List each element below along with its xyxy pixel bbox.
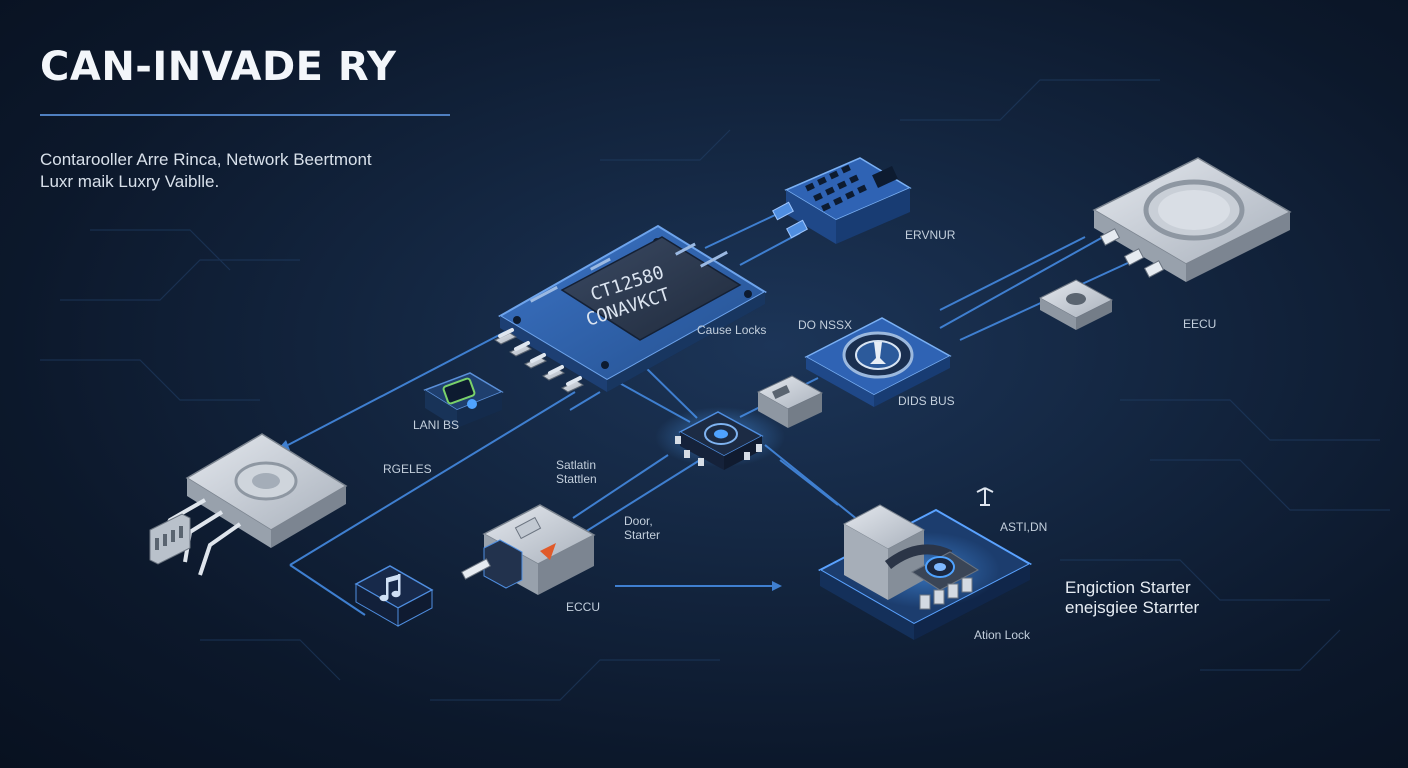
connector-icon [772, 201, 808, 239]
music-note-icon [379, 574, 401, 602]
central-gateway-chip [655, 407, 785, 470]
label-engine-line1: Engiction Starter [1065, 578, 1191, 597]
main-controller-board: CT12580 CONAVKCT [498, 224, 767, 392]
label-engine-line2: enejsgiee Starrter [1065, 598, 1200, 617]
label-cause-locks: Cause Locks [697, 323, 767, 337]
small-grey-connector [756, 375, 824, 428]
gear-icon [704, 423, 738, 445]
audio-module [354, 565, 434, 627]
subtitle-line-2: Luxr maik Luxry Vaiblle. [40, 172, 220, 191]
eecu-right-module [1038, 157, 1292, 330]
lock-icon [925, 556, 955, 578]
label-lani-bs: LANI BS [413, 418, 460, 432]
label-rgeles: RGELES [383, 462, 432, 476]
page-title: CAN-INVADE RY [40, 44, 397, 90]
label-door-line2: Starter [624, 528, 661, 542]
dids-bus-module [804, 317, 952, 407]
label-ecu-bottom: ECCU [566, 600, 601, 614]
label-do-nssx: DO NSSX [798, 318, 853, 332]
label-door-starter: Door, Starter [624, 514, 660, 542]
label-satlatin: Satlatin Stattlen [556, 458, 597, 486]
left-ecu-module [149, 433, 348, 576]
label-ation-lock: Ation Lock [974, 628, 1031, 642]
warning-icon [540, 543, 556, 560]
arrow-head [772, 581, 782, 591]
subtitle: Contarooller Arre Rinca, Network Beertmo… [40, 149, 372, 193]
label-dids-bus: DIDS BUS [898, 394, 955, 408]
label-satlatin-line2: Stattlen [556, 472, 597, 486]
ervnur-connector-module [772, 157, 912, 244]
ecu-bottom-module [461, 504, 596, 595]
label-eecu-right: EECU [1183, 317, 1217, 331]
can-bus-lines [287, 207, 1131, 616]
label-door-line1: Door, [624, 514, 653, 528]
label-engine-starter: Engiction Starter enejsgiee Starrter [1065, 578, 1199, 618]
subtitle-line-1: Contarooller Arre Rinca, Network Beertmo… [40, 150, 372, 169]
label-satlatin-line1: Satlatin [556, 458, 597, 472]
cpu-chip-icon [560, 236, 742, 341]
status-led-icon [467, 399, 477, 409]
antenna-icon [976, 487, 994, 506]
title-divider [40, 114, 450, 116]
label-ervnur: ERVNUR [905, 228, 956, 242]
board-pin-connectors [493, 328, 585, 393]
lan-monitor-module [423, 372, 504, 428]
label-astion: ASTI,DN [1000, 520, 1048, 534]
target-icon [842, 331, 914, 379]
background-circuit-traces [40, 79, 1390, 701]
engine-starter-module [817, 487, 1033, 640]
